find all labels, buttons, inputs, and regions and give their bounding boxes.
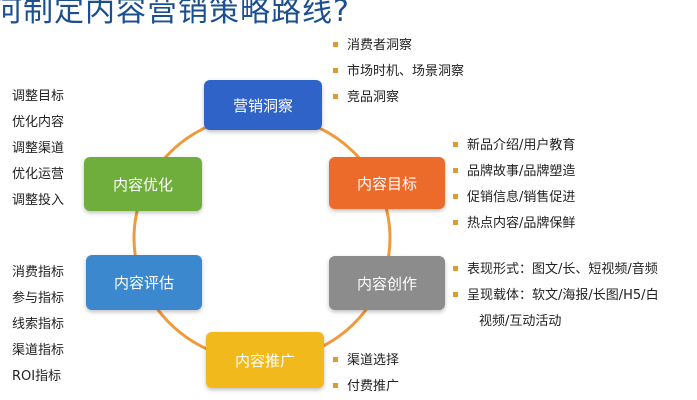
bullet-icon (453, 292, 458, 297)
list-item-continuation: 视频/互动活动 (479, 314, 562, 329)
list-item: 渠道指标 (12, 343, 65, 358)
node-label: 内容目标 (356, 174, 417, 193)
node-content-optimization: 内容优化 (84, 157, 202, 211)
node-label: 内容评估 (113, 274, 174, 292)
list-item: ROI指标 (12, 369, 62, 384)
node-label: 内容优化 (112, 175, 173, 194)
bullet-icon (453, 266, 458, 271)
evaluation-list: 消费指标 参与指标 线索指标 渠道指标 ROI指标 (12, 260, 64, 390)
list-item: 调整投入 (12, 193, 65, 208)
creation-list: 表现形式：图文/长、短视频/音频 呈现载体：软文/海报/长图/H5/白 视频/互… (453, 257, 697, 335)
list-item: 热点内容/品牌保鲜 (453, 211, 575, 237)
promotion-list: 渠道选择 付费推广 (333, 348, 399, 400)
list-item: 新品介绍/用户教育 (453, 133, 575, 159)
list-item: 市场时机、场景洞察 (333, 59, 464, 85)
list-item: 呈现载体：软文/海报/长图/H5/白 (453, 283, 697, 309)
list-item: 品牌故事/品牌塑造 (453, 159, 575, 185)
list-item: 调整目标 (12, 89, 65, 104)
node-label: 内容创作 (356, 274, 417, 293)
optimization-list: 调整目标 优化内容 调整渠道 优化运营 调整投入 (12, 84, 64, 214)
page-title: 何制定内容营销策略路线? (0, 0, 350, 29)
list-item: 参与指标 (12, 291, 65, 306)
list-item: 调整渠道 (12, 141, 65, 156)
node-marketing-insight: 营销洞察 (204, 80, 322, 130)
node-content-goal: 内容目标 (329, 157, 445, 209)
node-content-promotion: 内容推广 (206, 332, 324, 388)
list-item: 优化运营 (12, 167, 65, 182)
node-content-evaluation: 内容评估 (86, 255, 202, 310)
list-item: 渠道选择 (333, 348, 399, 374)
list-item: 促销信息/销售促进 (453, 185, 575, 211)
list-item: 优化内容 (12, 115, 65, 130)
goal-list: 新品介绍/用户教育 品牌故事/品牌塑造 促销信息/销售促进 热点内容/品牌保鲜 (453, 133, 575, 237)
list-item: 消费者洞察 (333, 33, 464, 59)
node-label: 营销洞察 (232, 96, 293, 115)
list-item-text: 呈现载体：软文/海报/长图/H5/白 (467, 288, 659, 303)
list-item: 线索指标 (12, 317, 65, 332)
insight-list: 消费者洞察 市场时机、场景洞察 竞品洞察 (333, 33, 464, 111)
list-item-text: 表现形式：图文/长、短视频/音频 (467, 262, 658, 277)
list-item: 表现形式：图文/长、短视频/音频 (453, 257, 697, 283)
node-content-creation: 内容创作 (329, 256, 445, 310)
list-item: 消费指标 (12, 265, 65, 280)
ring-ellipse (132, 113, 392, 363)
list-item: 付费推广 (333, 374, 399, 400)
list-item: 竞品洞察 (333, 85, 464, 111)
node-label: 内容推广 (234, 351, 295, 370)
